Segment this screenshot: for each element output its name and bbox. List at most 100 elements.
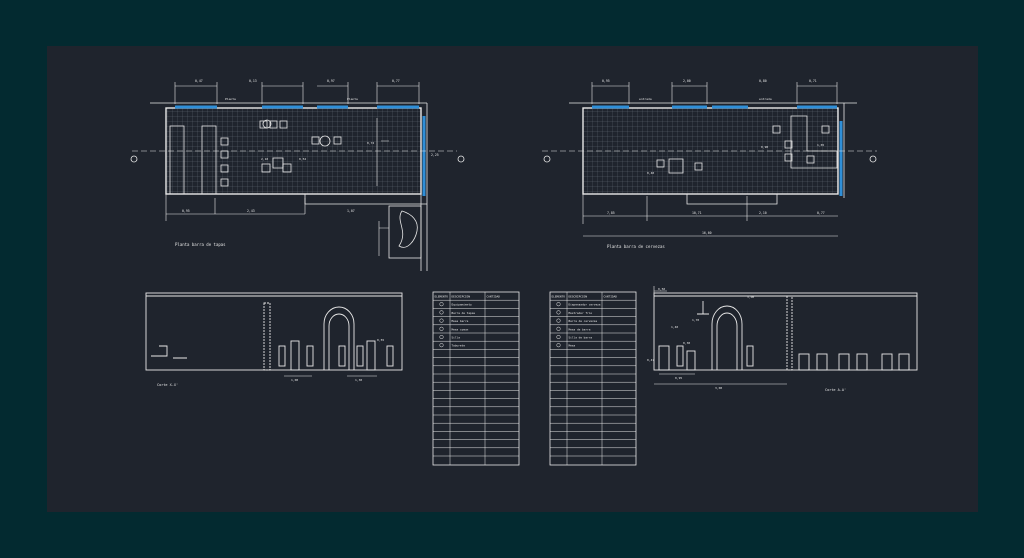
symbol-icon <box>439 302 444 307</box>
symbol-icon <box>439 310 444 315</box>
round-table <box>262 119 272 129</box>
restroom-annex <box>388 205 422 259</box>
annex-fixture <box>398 210 418 248</box>
section-outline <box>653 292 918 371</box>
dimension-lines <box>591 82 838 104</box>
stool-group <box>220 120 342 187</box>
symbol-icon <box>556 343 561 348</box>
stool <box>694 162 703 171</box>
section-caption: Corte A-A' <box>825 388 846 392</box>
plan-barra-de-cervezas[interactable] <box>542 82 877 237</box>
dimension-lines <box>376 118 389 186</box>
dim-label: 0,13 <box>249 79 257 83</box>
table-cell: Equipamiento <box>452 303 473 307</box>
dim-label: 1,70 <box>692 318 699 322</box>
plan-wall <box>569 102 857 198</box>
brick-column <box>263 302 271 371</box>
dim-label: 2,10 <box>759 211 767 215</box>
dim-label: 0,52 <box>299 157 306 161</box>
section-marker <box>543 155 551 163</box>
plan-caption: Planta barra de cervezas <box>607 244 665 249</box>
dim-label: 0,50 <box>658 287 665 291</box>
table-cell: Mesa <box>569 344 576 348</box>
dim-label: 2,25 <box>431 153 439 157</box>
dim-label: 0,40 <box>647 171 654 175</box>
dim-label: 1,07 <box>347 209 355 213</box>
dim-label: 3,00 <box>715 386 722 390</box>
dim-label: 10,71 <box>692 211 702 215</box>
bar-counter <box>790 115 838 169</box>
dim-label: 0,30 <box>683 341 690 345</box>
bar-counter <box>169 125 185 195</box>
table-cell: Barra de tapas <box>452 311 476 315</box>
tag-label: entrada <box>639 97 652 101</box>
dim-label: 0,97 <box>327 79 335 83</box>
dim-label: 0,95 <box>602 79 610 83</box>
table-frame <box>432 291 520 466</box>
section-x-x[interactable] <box>145 292 403 377</box>
dim-label: 2,00 <box>683 79 691 83</box>
arch-doorway <box>323 306 355 370</box>
stool <box>656 159 665 168</box>
dim-label: 0,47 <box>647 358 654 362</box>
table-cell: Silla de barra <box>569 336 593 340</box>
table-cell: Barra de cervezas <box>569 319 598 323</box>
dim-label: 0,72 <box>367 141 374 145</box>
dim-label: 16,60 <box>702 231 712 235</box>
table-cell: Taburete <box>452 344 466 348</box>
dimension-lines <box>654 373 787 385</box>
dim-label: 1,65 <box>817 143 824 147</box>
table <box>272 157 284 169</box>
section-marker <box>130 155 138 163</box>
table-header: ELEMENTO <box>435 295 449 299</box>
tag-label: Planta <box>225 97 236 101</box>
symbol-icon <box>556 302 561 307</box>
dim-label: 0,77 <box>392 79 400 83</box>
brick-column <box>786 295 793 371</box>
table-cell: Mesa comun <box>452 327 469 331</box>
stool-elevations <box>278 340 394 371</box>
table-cell: Dispensador cerveza <box>569 303 601 307</box>
symbol-icon <box>439 326 444 331</box>
section-outline <box>145 292 403 371</box>
table-header: CANTIDAD <box>487 295 501 299</box>
section-marker <box>457 155 465 163</box>
dimension-lines <box>378 221 389 256</box>
table-header: DESCRIPCION <box>452 295 471 299</box>
stool-elevations <box>658 345 910 371</box>
stool <box>772 125 781 134</box>
table-frame <box>549 291 637 466</box>
pendant-lamp <box>697 301 709 315</box>
plan-wall <box>686 194 778 205</box>
dim-label: 1,40 <box>671 325 678 329</box>
dim-label: 0,90 <box>761 145 768 149</box>
symbol-icon <box>556 310 561 315</box>
equipment <box>151 345 187 359</box>
table-header: CANTIDAD <box>604 295 618 299</box>
dim-label: 2,43 <box>247 209 255 213</box>
dim-label: 0,47 <box>195 79 203 83</box>
bar-counter <box>201 125 217 195</box>
section-a-a[interactable] <box>653 286 918 385</box>
symbol-icon <box>439 318 444 323</box>
dim-label: 0,77 <box>817 211 825 215</box>
table-cell: Mesa de barra <box>569 327 591 331</box>
stool <box>821 125 830 134</box>
stool <box>784 153 793 162</box>
table-cell: Silla <box>452 336 461 340</box>
table-cell: Mostrador frio <box>569 311 593 315</box>
dim-label: 0,55 <box>377 338 384 342</box>
dim-label: 1,00 <box>291 378 298 382</box>
drawing-sheet[interactable]: Planta barra de tapas 0,47 0,13 0,97 0,7… <box>47 46 978 512</box>
table <box>668 158 684 174</box>
dimension-lines <box>174 82 420 104</box>
dim-label: 0,95 <box>182 209 190 213</box>
plan-caption: Planta barra de tapas <box>175 242 226 247</box>
dimension-lines <box>653 286 667 293</box>
table-cell: Mesa barra <box>452 319 469 323</box>
symbol-icon <box>556 318 561 323</box>
plan-barra-de-tapas[interactable] <box>130 82 465 271</box>
